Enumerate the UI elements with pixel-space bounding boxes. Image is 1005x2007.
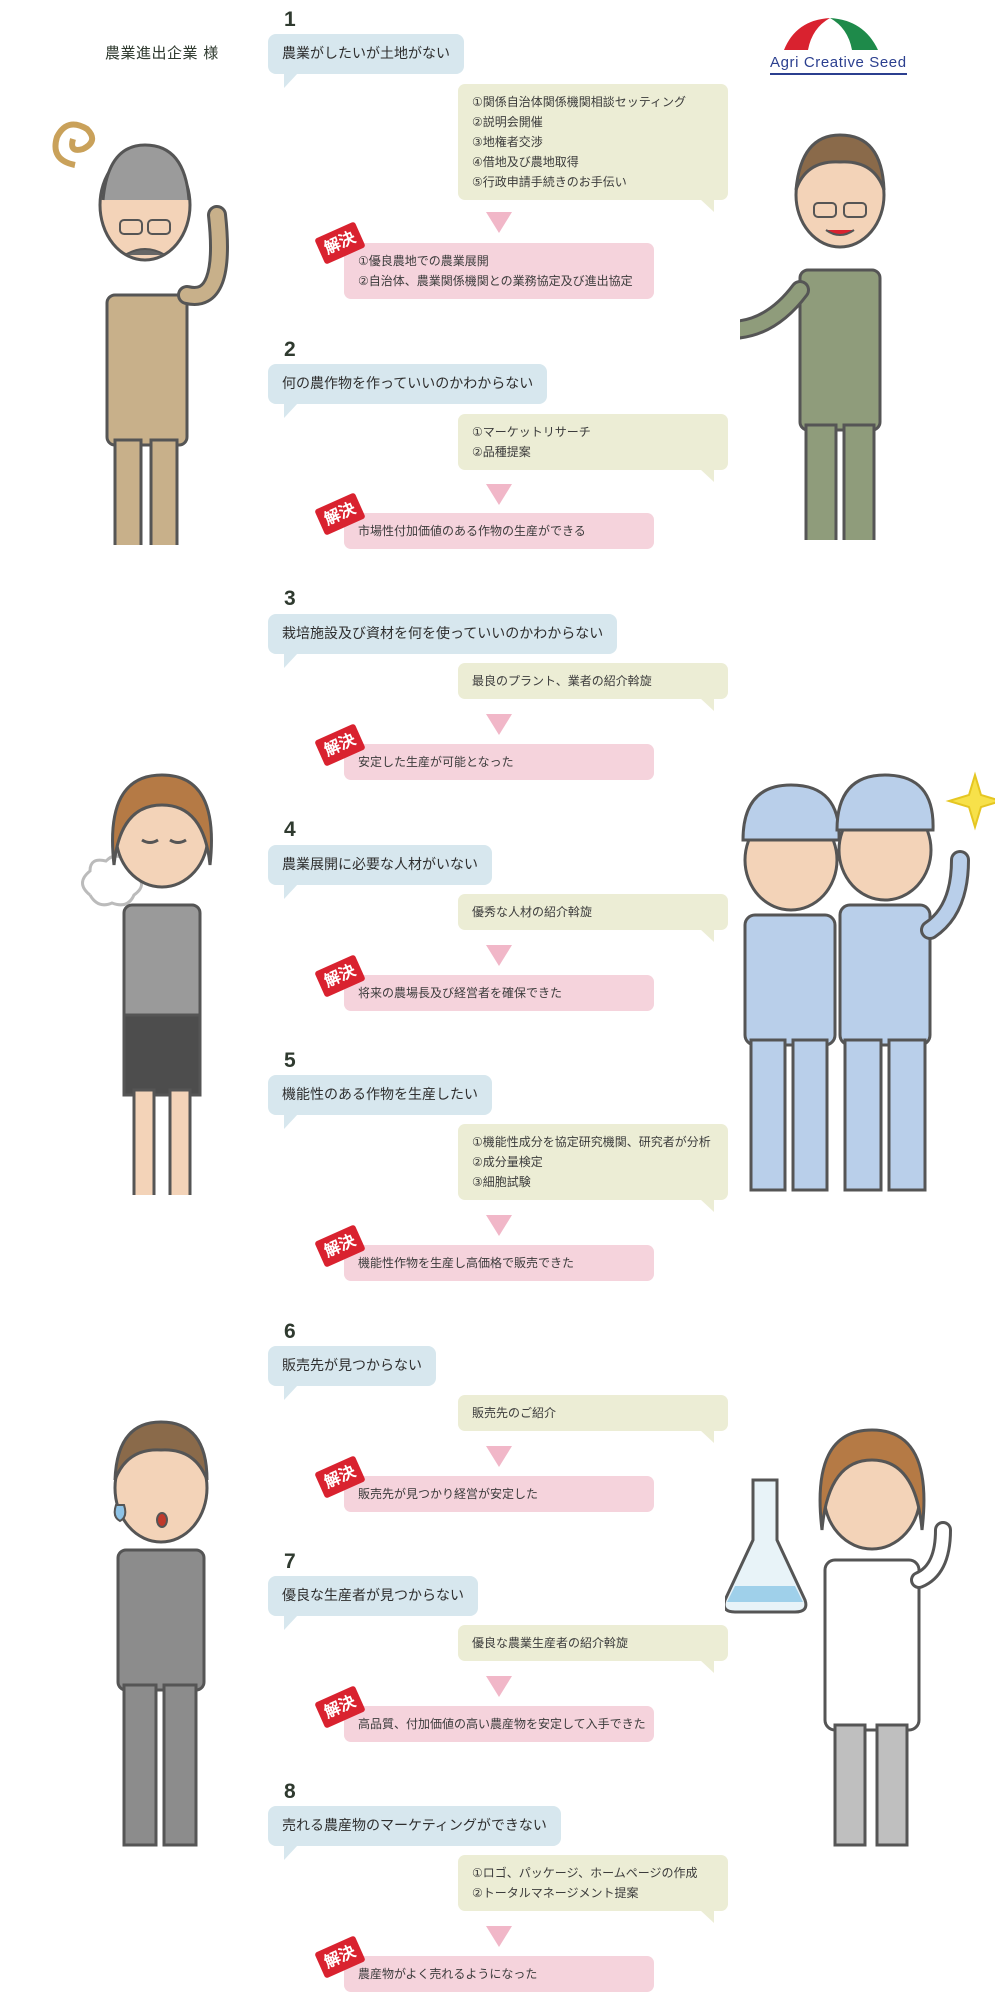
problem-bubble: 農業がしたいが土地がない xyxy=(268,34,464,88)
problem-bubble: 機能性のある作物を生産したい xyxy=(268,1075,492,1129)
service-item: 優秀な人材の紹介斡旋 xyxy=(472,905,593,919)
down-arrow-icon xyxy=(486,1215,512,1236)
section-number: 8 xyxy=(284,1780,296,1803)
solution-item: 農産物がよく売れるようになった xyxy=(358,1967,538,1981)
solution-item: 市場性付加価値のある作物の生産ができる xyxy=(358,524,586,538)
down-arrow-icon xyxy=(486,1446,512,1467)
service-box: 優良な農業生産者の紹介斡旋 xyxy=(458,1625,728,1673)
section-number: 3 xyxy=(284,587,296,610)
service-box: ①機能性成分を協定研究機関、研究者が分析 ②成分量検定 ③細胞試験 xyxy=(458,1124,728,1212)
service-box: 優秀な人材の紹介斡旋 xyxy=(458,894,728,942)
sparkle-icon xyxy=(945,771,995,831)
section-number: 6 xyxy=(284,1320,296,1343)
problem-bubble: 栽培施設及び資材を何を使っていいのかわからない xyxy=(268,614,618,668)
problem-bubble: 何の農作物を作っていいのかわからない xyxy=(268,364,548,418)
service-item: ③細胞試験 xyxy=(472,1175,531,1189)
solution-box: 販売先が見つかり経営が安定した xyxy=(344,1476,654,1512)
solution-box: 農産物がよく売れるようになった xyxy=(344,1956,654,1992)
problem-bubble: 販売先が見つからない xyxy=(268,1346,436,1400)
service-item: ①機能性成分を協定研究機関、研究者が分析 xyxy=(472,1135,711,1149)
solution-box: 市場性付加価値のある作物の生産ができる xyxy=(344,513,654,549)
service-box: ①関係自治体関係機関相談セッティング ②説明会開催 ③地権者交渉 ④借地及び農地… xyxy=(458,84,728,212)
down-arrow-icon xyxy=(486,1926,512,1947)
service-item: ①マーケットリサーチ xyxy=(472,425,591,439)
service-box: ①マーケットリサーチ ②品種提案 xyxy=(458,414,728,482)
logo-text: Agri Creative Seed xyxy=(770,54,907,75)
solution-item: 安定した生産が可能となった xyxy=(358,755,514,769)
section-number: 5 xyxy=(284,1049,296,1072)
solution-box: 高品質、付加価値の高い農産物を安定して入手できた xyxy=(344,1706,654,1742)
company-logo: Agri Creative Seed xyxy=(770,16,930,76)
problem-bubble: 農業展開に必要な人材がいない xyxy=(268,845,492,899)
service-item: ②成分量検定 xyxy=(472,1155,543,1169)
down-arrow-icon xyxy=(486,212,512,233)
solution-box: 安定した生産が可能となった xyxy=(344,744,654,780)
solution-item: 機能性作物を生産し高価格で販売できた xyxy=(358,1256,575,1270)
thinking-businessman-illustration xyxy=(113,1420,209,1847)
client-label: 農業進出企業 様 xyxy=(105,44,219,62)
service-item: ③地権者交渉 xyxy=(472,135,543,149)
problem-bubble: 優良な生産者が見つからない xyxy=(268,1576,478,1630)
service-item: 販売先のご紹介 xyxy=(472,1406,557,1420)
service-item: ②トータルマネージメント提案 xyxy=(472,1886,639,1900)
down-arrow-icon xyxy=(486,1676,512,1697)
solution-item: 販売先が見つかり経営が安定した xyxy=(358,1487,539,1501)
solution-item: ②自治体、農業関係機関との業務協定及び進出協定 xyxy=(358,274,633,288)
solution-box: 機能性作物を生産し高価格で販売できた xyxy=(344,1245,654,1281)
service-item: 最良のプラント、業者の紹介斡旋 xyxy=(472,674,652,688)
flask-icon xyxy=(725,1478,808,1614)
solution-item: 将来の農場長及び経営者を確保できた xyxy=(358,986,563,1000)
solution-box: ①優良農地での農業展開 ②自治体、農業関係機関との業務協定及び進出協定 xyxy=(344,243,654,299)
service-item: ①関係自治体関係機関相談セッティング xyxy=(472,95,687,109)
service-item: ⑤行政申請手続きのお手伝い xyxy=(472,175,627,189)
down-arrow-icon xyxy=(486,945,512,966)
logo-mark-icon xyxy=(784,18,878,50)
down-arrow-icon xyxy=(486,714,512,735)
section-number: 4 xyxy=(284,818,296,841)
section-number: 2 xyxy=(284,338,296,361)
section-number: 1 xyxy=(284,8,296,31)
service-item: ②説明会開催 xyxy=(472,115,543,129)
service-item: ①ロゴ、パッケージ、ホームページの作成 xyxy=(472,1866,698,1880)
service-box: 最良のプラント、業者の紹介斡旋 xyxy=(458,663,728,711)
service-box: ①ロゴ、パッケージ、ホームページの作成 ②トータルマネージメント提案 xyxy=(458,1855,728,1923)
service-box: 販売先のご紹介 xyxy=(458,1395,728,1443)
problem-bubble: 売れる農産物のマーケティングができない xyxy=(268,1806,561,1860)
service-item: 優良な農業生産者の紹介斡旋 xyxy=(472,1636,629,1650)
sweat-drop-icon xyxy=(113,1504,127,1523)
section-number: 7 xyxy=(284,1550,296,1573)
service-item: ②品種提案 xyxy=(472,445,531,459)
researcher-woman-illustration xyxy=(725,1428,952,1847)
down-arrow-icon xyxy=(486,484,512,505)
service-item: ④借地及び農地取得 xyxy=(472,155,579,169)
factory-workers-illustration xyxy=(741,771,995,1192)
worried-businessman-illustration xyxy=(52,121,229,545)
solution-box: 将来の農場長及び経営者を確保できた xyxy=(344,975,654,1011)
consultant-man-illustration xyxy=(740,133,886,540)
solution-item: 高品質、付加価値の高い農産物を安定して入手できた xyxy=(358,1717,646,1731)
solution-item: ①優良農地での農業展開 xyxy=(358,254,489,268)
stress-scribble-icon xyxy=(52,121,96,168)
worried-office-woman-illustration xyxy=(81,773,213,1195)
